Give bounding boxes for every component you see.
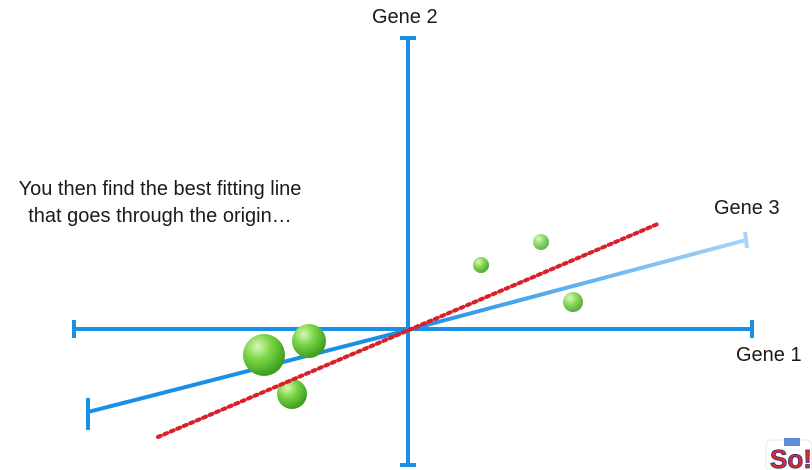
channel-logo: So!: [764, 436, 812, 470]
gene2-axis: [400, 36, 416, 467]
data-point: [563, 292, 583, 312]
data-points: [243, 234, 583, 409]
data-point: [533, 234, 549, 250]
gene3-axis-label: Gene 3: [714, 197, 780, 219]
caption-text: You then find the best fitting line that…: [18, 178, 302, 227]
data-point: [243, 334, 285, 376]
data-point: [292, 324, 326, 358]
gene3-axis: [86, 231, 749, 430]
gene1-axis-label: Gene 1: [736, 344, 802, 366]
data-point: [277, 379, 307, 409]
data-point: [473, 257, 489, 273]
gene2-axis-label: Gene 2: [372, 6, 438, 28]
best-fit-line: [156, 221, 662, 439]
logo-text: So!: [770, 444, 812, 470]
